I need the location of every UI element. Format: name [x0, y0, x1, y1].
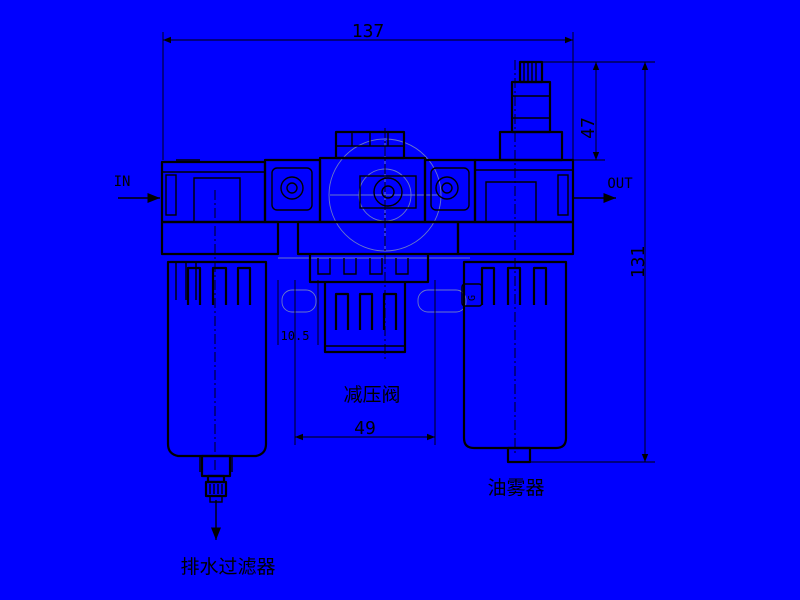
gauge-height-label: 47	[578, 117, 599, 139]
filter-unit	[160, 159, 280, 503]
regulator-label: 减压阀	[343, 384, 400, 406]
overall-height-label: 131	[628, 246, 649, 279]
outlet-label: OUT	[607, 176, 633, 192]
drain-filter-label: 排水过滤器	[180, 556, 275, 578]
hidden-lines	[278, 138, 470, 313]
dimension-lines	[162, 32, 655, 470]
overall-width-label: 137	[352, 21, 385, 42]
port-size-label: G	[467, 295, 478, 301]
inlet-label: IN	[114, 174, 131, 190]
connector-left	[263, 158, 322, 224]
small-dim-label: 10.5	[281, 329, 310, 343]
bottom-spacing-label: 49	[354, 418, 376, 439]
lubricator-label: 油雾器	[487, 477, 544, 499]
lubricator-unit	[456, 60, 575, 464]
regulator-unit	[296, 130, 460, 354]
connector-right	[423, 158, 477, 224]
